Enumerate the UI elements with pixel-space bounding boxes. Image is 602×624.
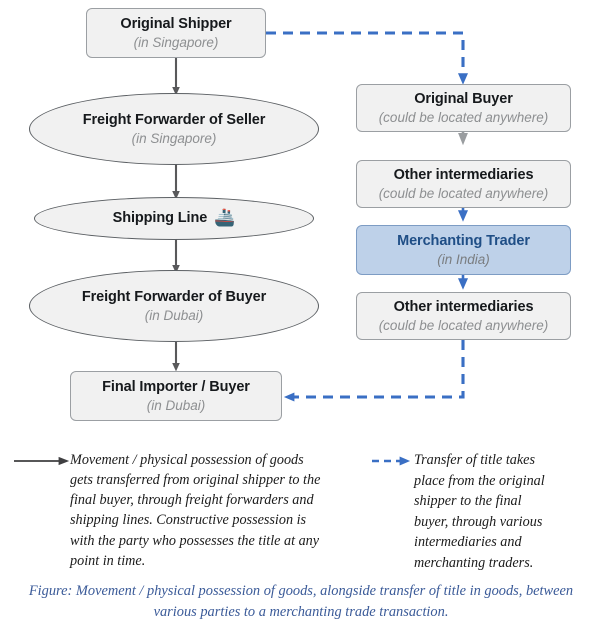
node-subtitle: (in Dubai): [146, 398, 206, 414]
shipping-line-row: Shipping Line 🚢: [112, 208, 236, 227]
legend-title-text: Transfer of title takes place from the o…: [414, 450, 594, 574]
figure-caption: Figure: Movement / physical possession o…: [0, 581, 602, 623]
node-subtitle: (could be located anywhere): [378, 318, 549, 334]
legend-title-line-3: shipper to the final: [414, 493, 522, 510]
node-subtitle: (could be located anywhere): [378, 186, 549, 202]
figure-caption-line-2: various parties to a merchanting trade t…: [153, 603, 449, 620]
node-title: Shipping Line: [112, 210, 208, 227]
node-original-shipper[interactable]: Original Shipper (in Singapore): [86, 8, 266, 58]
node-title: Freight Forwarder of Buyer: [81, 288, 267, 305]
legend-title-line-5: intermediaries and: [414, 534, 522, 551]
node-title: Freight Forwarder of Seller: [82, 111, 266, 128]
node-freight-forwarder-buyer[interactable]: Freight Forwarder of Buyer (in Dubai): [29, 270, 319, 342]
node-title: Final Importer / Buyer: [102, 378, 250, 395]
legend-title-line-1: Transfer of title takes: [414, 452, 535, 468]
node-subtitle: (could be located anywhere): [378, 110, 549, 126]
legend-title-line-6: merchanting traders.: [414, 554, 534, 571]
legend-title-line-2: place from the original: [414, 472, 545, 489]
node-original-buyer[interactable]: Original Buyer (could be located anywher…: [356, 84, 571, 132]
node-subtitle: (in Singapore): [131, 131, 217, 147]
legend-goods-line-4: shipping lines. Constructive possession …: [70, 512, 307, 529]
legend-goods-text: Movement / physical possession of goods …: [70, 450, 350, 571]
node-shipping-line[interactable]: Shipping Line 🚢: [34, 197, 314, 240]
node-subtitle: (in Dubai): [144, 308, 204, 324]
node-title: Original Buyer: [414, 90, 513, 107]
node-other-intermediaries-2[interactable]: Other intermediaries (could be located a…: [356, 292, 571, 340]
node-subtitle: (in India): [437, 252, 490, 268]
legend-goods-line-5: with the party who possesses the title a…: [70, 532, 320, 549]
node-freight-forwarder-seller[interactable]: Freight Forwarder of Seller (in Singapor…: [29, 93, 319, 165]
node-final-importer-buyer[interactable]: Final Importer / Buyer (in Dubai): [70, 371, 282, 421]
figure-caption-line-1: Figure: Movement / physical possession o…: [28, 583, 574, 599]
node-title: Other intermediaries: [393, 298, 534, 315]
legend-goods-line-1: Movement / physical possession of goods: [70, 452, 304, 468]
node-title: Other intermediaries: [393, 166, 534, 183]
ship-icon: 🚢: [214, 208, 236, 227]
node-merchanting-trader[interactable]: Merchanting Trader (in India): [356, 225, 571, 275]
legend-goods-line-6: point in time.: [70, 552, 146, 569]
node-subtitle: (in Singapore): [133, 35, 219, 51]
legend-goods-line-2: gets transferred from original shipper t…: [70, 472, 321, 489]
node-other-intermediaries-1[interactable]: Other intermediaries (could be located a…: [356, 160, 571, 208]
legend-title-line-4: buyer, through various: [414, 513, 543, 530]
legend-goods-line-3: final buyer, through freight forwarders …: [70, 492, 314, 509]
node-title: Merchanting Trader: [397, 232, 530, 249]
node-title: Original Shipper: [120, 15, 232, 32]
